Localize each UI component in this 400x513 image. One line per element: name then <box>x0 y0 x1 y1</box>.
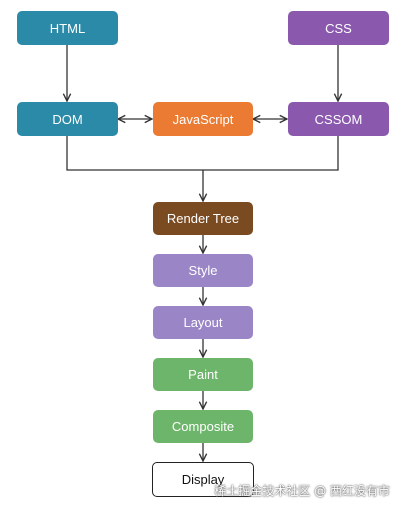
composite-node: Composite <box>153 410 253 443</box>
paint-node: Paint <box>153 358 253 391</box>
connector-dom-cssom-merge <box>66 136 339 171</box>
layout-node: Layout <box>153 306 253 339</box>
style-node: Style <box>153 254 253 287</box>
cssom-node: CSSOM <box>288 102 389 136</box>
watermark: 稀土掘金技术社区 @ 西红没有市 <box>214 484 390 498</box>
html-node: HTML <box>17 11 118 45</box>
css-node: CSS <box>288 11 389 45</box>
display-node: Display <box>152 462 254 497</box>
dom-node: DOM <box>17 102 118 136</box>
javascript-node: JavaScript <box>153 102 253 136</box>
render-tree-node: Render Tree <box>153 202 253 235</box>
